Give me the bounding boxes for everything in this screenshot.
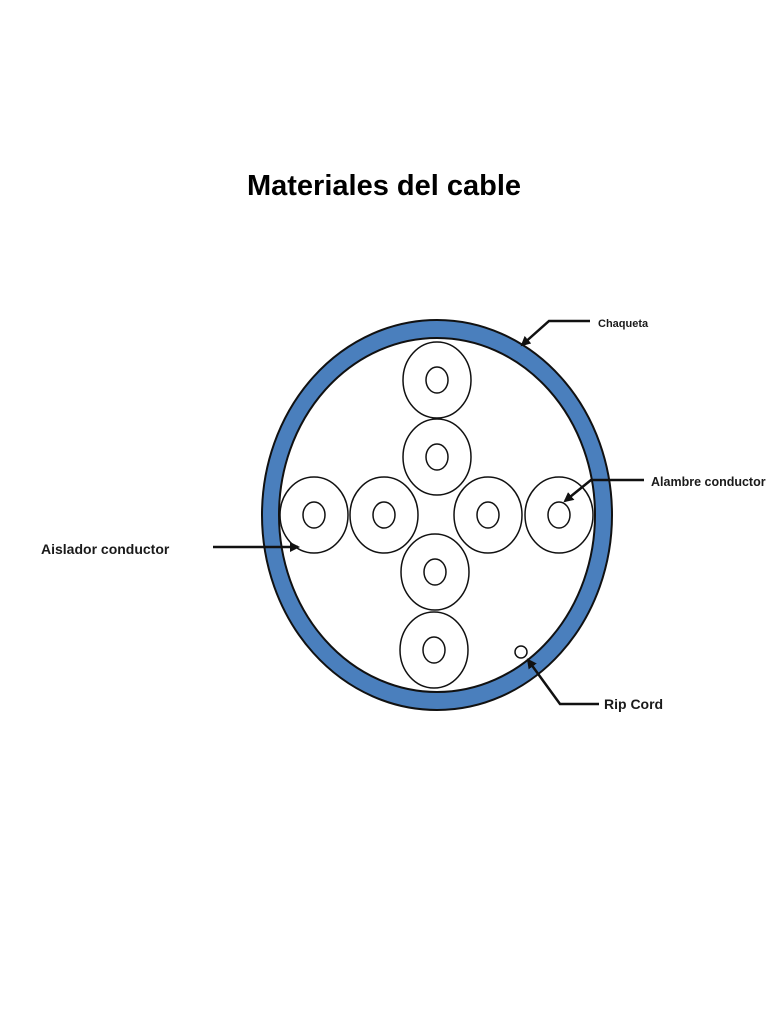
conductor-right-inner xyxy=(453,476,523,554)
label-alambre-conductor: Alambre conductor xyxy=(651,475,766,489)
rip-cord-leader-line xyxy=(526,658,599,706)
conductor-bottom-outer xyxy=(399,611,469,689)
rip-cord xyxy=(514,645,528,659)
conductor-top-outer xyxy=(402,341,472,419)
cable-interior xyxy=(278,337,596,693)
label-rip-cord: Rip Cord xyxy=(604,696,663,712)
conductor-left-inner xyxy=(349,476,419,554)
label-chaqueta: Chaqueta xyxy=(598,318,649,330)
conductor-top-inner xyxy=(402,418,472,496)
conductor-bottom-inner xyxy=(400,533,470,611)
label-aislador-conductor: Aislador conductor xyxy=(41,541,170,557)
conductor-right-outer xyxy=(524,476,594,554)
conductor-left-outer xyxy=(279,476,349,554)
alambre-conductor-leader-line xyxy=(563,478,644,503)
chaqueta-leader-line xyxy=(520,319,590,347)
page-title: Materiales del cable xyxy=(246,170,522,202)
